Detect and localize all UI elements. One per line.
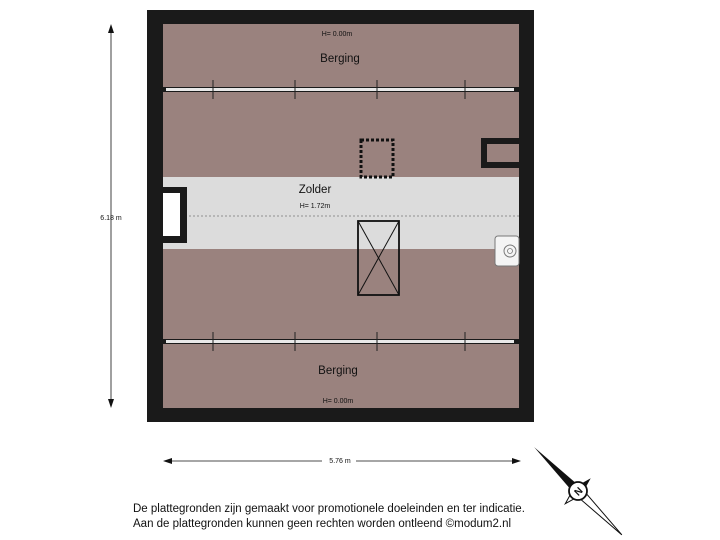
skylight-icon — [359, 138, 395, 179]
bottom-storage-area — [163, 249, 519, 408]
depth-dimension — [108, 24, 114, 408]
depth-dimension-label: 6.18 m — [100, 215, 122, 222]
attic-height: H= 1.72m — [300, 203, 331, 210]
disclaimer-line-2: Aan de plattegronden kunnen geen rechten… — [133, 518, 512, 530]
top-knee-wall — [160, 80, 520, 99]
top-storage-name: Berging — [320, 53, 360, 65]
top-storage-area — [163, 24, 519, 177]
bottom-storage-name: Berging — [318, 365, 358, 377]
width-dimension-label: 5.76 m — [329, 458, 351, 465]
attic-name: Zolder — [299, 184, 332, 196]
left-dormer — [163, 187, 187, 243]
disclaimer-line-1: De plattegronden zijn gemaakt voor promo… — [133, 503, 525, 515]
attic-walkway — [163, 177, 519, 249]
top-storage-height: H= 0.00m — [322, 31, 353, 38]
width-dimension — [163, 455, 521, 467]
bottom-storage-height: H= 0.00m — [323, 398, 354, 405]
compass-rose-icon: N — [534, 447, 623, 536]
boiler-icon — [494, 235, 520, 267]
bottom-knee-wall — [160, 332, 520, 351]
roof-hatch-icon — [357, 220, 400, 296]
chimney — [481, 138, 519, 168]
